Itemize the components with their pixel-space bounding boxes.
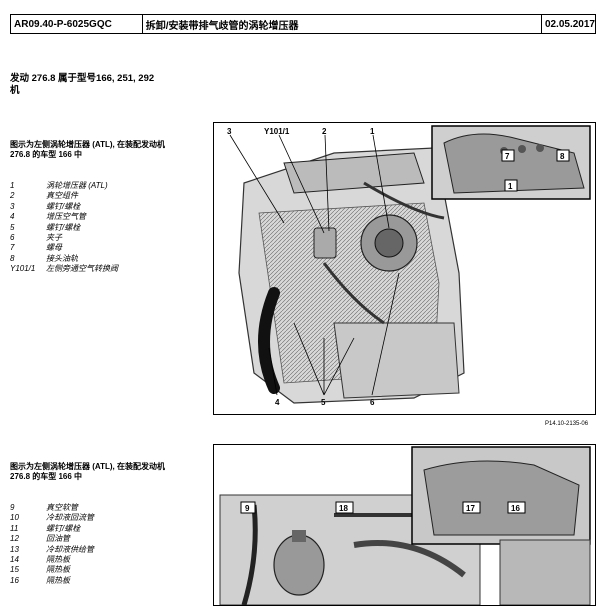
figure1-caption-line-1: 图示为左侧涡轮增压器 (ATL), 在装配发动机 bbox=[10, 140, 165, 149]
turbo-detail-drawing: 9 18 17 16 bbox=[219, 446, 591, 605]
callout-6: 6 bbox=[370, 398, 375, 407]
figure2-caption: 图示为左侧涡轮增压器 (ATL), 在装配发动机 276.8 的车型 166 中 bbox=[10, 462, 210, 482]
figure2-caption-line-2: 276.8 的车型 166 中 bbox=[10, 472, 83, 481]
inset-label-16: 16 bbox=[511, 504, 520, 513]
document-title: 拆卸/安装带排气歧管的涡轮增压器 bbox=[143, 15, 542, 33]
inset-label-8: 8 bbox=[560, 152, 565, 161]
figure1-caption-line-2: 276.8 的车型 166 中 bbox=[10, 150, 83, 159]
callout-18: 18 bbox=[339, 504, 348, 513]
callout-4: 4 bbox=[275, 398, 280, 407]
engine-line-1: 发动 276.8 属于型号166, 251, 292 bbox=[10, 73, 155, 84]
inset-label-7: 7 bbox=[505, 152, 510, 161]
document-date: 02.05.2017 bbox=[544, 18, 595, 30]
figure1-reference: P14.10-2135-06 bbox=[545, 421, 589, 427]
figure2-caption-line-1: 图示为左侧涡轮增压器 (ATL), 在装配发动机 bbox=[10, 462, 165, 471]
document-header: AR09.40-P-6025GQC 拆卸/安装带排气歧管的涡轮增压器 02.05… bbox=[10, 14, 596, 34]
callout-9: 9 bbox=[245, 504, 250, 513]
figure2-engine-illustration: 9 18 17 16 bbox=[213, 444, 596, 606]
engine-line-2: 机 bbox=[10, 85, 20, 96]
callout-y101-1: Y101/1 bbox=[264, 127, 290, 136]
document-code: AR09.40-P-6025GQC bbox=[11, 15, 143, 33]
callout-1: 1 bbox=[370, 127, 375, 136]
engine-designation: 发动 276.8 属于型号166, 251, 292 机 bbox=[10, 73, 200, 97]
callout-3: 3 bbox=[227, 127, 232, 136]
callout-5: 5 bbox=[321, 398, 326, 407]
callout-2: 2 bbox=[322, 127, 327, 136]
figure1-caption: 图示为左侧涡轮增压器 (ATL), 在装配发动机 276.8 的车型 166 中 bbox=[10, 140, 210, 160]
inset-label-17: 17 bbox=[466, 504, 475, 513]
engine-drawing: 7 8 1 3 Y101/1 2 1 4 5 6 bbox=[227, 125, 591, 407]
inset-label-1: 1 bbox=[508, 182, 513, 191]
figure1-engine-illustration: 7 8 1 3 Y101/1 2 1 4 5 6 bbox=[213, 122, 596, 415]
